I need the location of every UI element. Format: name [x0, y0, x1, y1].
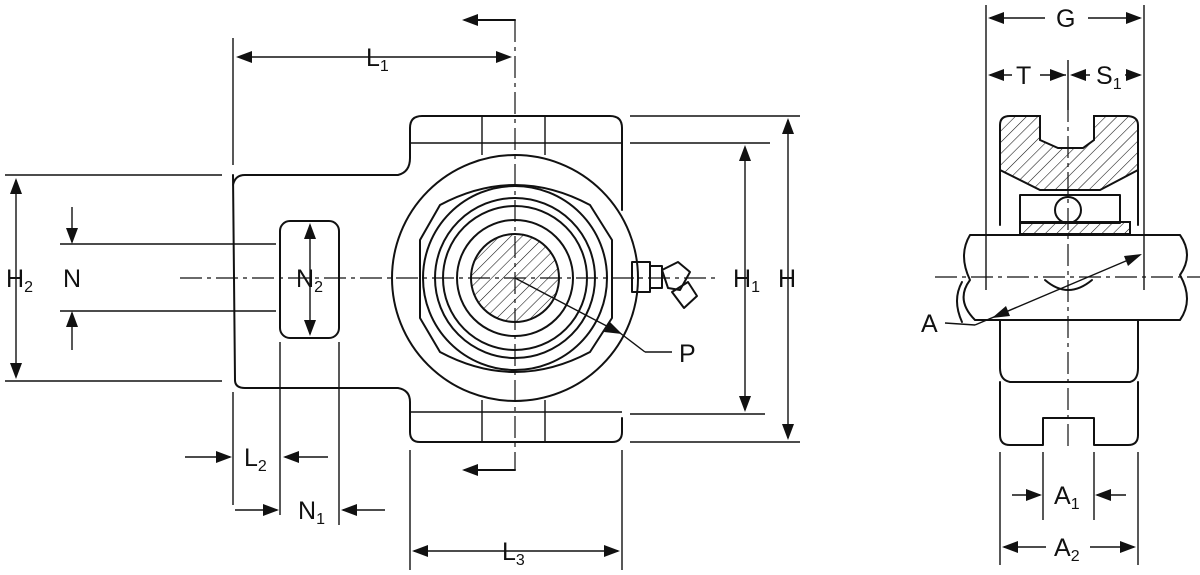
label-H2: H2 — [6, 265, 33, 296]
label-S1: S1 — [1096, 62, 1122, 93]
slot — [279, 220, 340, 339]
side-dimensions — [985, 5, 1145, 565]
label-H1: H1 — [733, 265, 760, 296]
dimension-labels: L1 L2 N1 L3 H2 N N2 H1 H P G T S1 A A1 A… — [6, 5, 1122, 569]
label-N2: N2 — [296, 265, 323, 296]
label-N1: N1 — [298, 497, 325, 528]
side-view — [935, 100, 1200, 450]
grease-fitting-icon — [631, 261, 698, 309]
label-A1: A1 — [1054, 482, 1080, 513]
label-G: G — [1056, 5, 1075, 33]
label-L1: L1 — [366, 44, 389, 75]
label-L3: L3 — [502, 538, 525, 569]
front-dimensions — [5, 38, 800, 570]
label-N: N — [63, 265, 81, 293]
label-A2: A2 — [1054, 534, 1080, 565]
label-T: T — [1016, 62, 1031, 90]
label-P: P — [679, 340, 696, 368]
housing-outline — [232, 115, 623, 443]
label-L2: L2 — [244, 444, 267, 475]
label-H: H — [778, 265, 796, 293]
front-view — [180, 14, 720, 476]
label-A: A — [921, 310, 938, 338]
